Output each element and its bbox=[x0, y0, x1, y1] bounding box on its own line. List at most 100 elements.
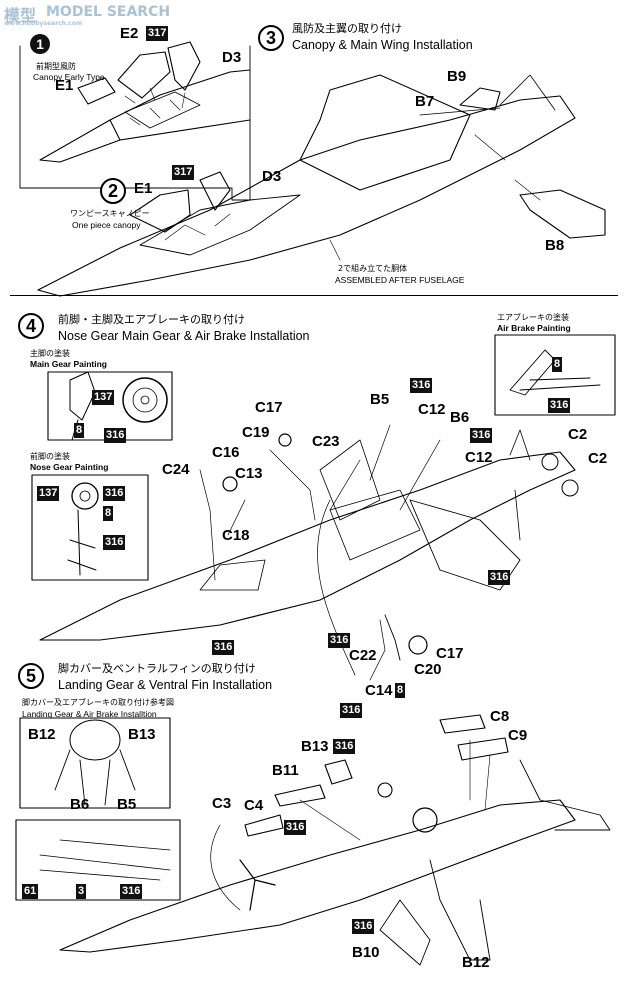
section-divider bbox=[10, 295, 618, 296]
main-gear-painting-frame bbox=[47, 371, 173, 441]
part-label-c18: C18 bbox=[222, 527, 250, 544]
paint-code-316: 316 bbox=[104, 428, 127, 443]
part-label-c13: C13 bbox=[235, 465, 263, 482]
step3-fuselage bbox=[37, 95, 576, 297]
paint-code-316-i: 316 bbox=[328, 633, 351, 648]
air-brake-painting-en: Air Brake Painting bbox=[497, 323, 571, 333]
part-label-b5-b: B5 bbox=[117, 796, 137, 813]
step5-ref-ja: 脚カバー及エアブレーキの取り付け参考図 bbox=[22, 698, 174, 707]
part-label-c14: C14 bbox=[365, 682, 393, 699]
part-label-d3-b: D3 bbox=[262, 168, 282, 185]
step-2-badge: 2 bbox=[100, 178, 126, 204]
part-label-c20: C20 bbox=[414, 661, 442, 678]
part-label-b6-b: B6 bbox=[70, 796, 90, 813]
part-label-c17: C17 bbox=[255, 399, 283, 416]
paint-code-316-n: 316 bbox=[352, 919, 375, 934]
step3-note-ja: 2で組み立てた胴体 bbox=[338, 264, 408, 273]
main-gear-painting-en: Main Gear Painting bbox=[30, 359, 107, 369]
part-label-c9: C9 bbox=[508, 727, 528, 744]
part-b9-stab bbox=[459, 87, 501, 111]
part-c9-panel bbox=[457, 737, 509, 761]
part-label-b13-b: B13 bbox=[301, 738, 329, 755]
step-3-badge: 3 bbox=[258, 25, 284, 51]
step3-title-ja: 風防及主翼の取り付け bbox=[292, 22, 402, 35]
part-label-c24: C24 bbox=[162, 461, 190, 478]
paint-code-316-l: 316 bbox=[333, 739, 356, 754]
part-label-b9: B9 bbox=[447, 68, 467, 85]
main-gear-painting-ja: 主脚の塗装 bbox=[30, 349, 70, 358]
part-label-e2: E2 bbox=[120, 25, 139, 42]
part-e1-canopy-1pc bbox=[129, 189, 191, 233]
nose-gear-painting-en: Nose Gear Painting bbox=[30, 462, 109, 472]
part-label-c23: C23 bbox=[312, 433, 340, 450]
step5-title-en: Landing Gear & Ventral Fin Installation bbox=[58, 678, 273, 692]
part-d3-frame-1pc bbox=[199, 171, 231, 211]
part-label-c19: C19 bbox=[242, 424, 270, 441]
part-label-c17-b: C17 bbox=[436, 645, 464, 662]
watermark-site: MODEL SEARCH bbox=[46, 4, 171, 20]
early-canopy-en: Canopy Early Type bbox=[33, 72, 105, 82]
part-label-c16: C16 bbox=[212, 444, 240, 461]
part-label-e1-b: E1 bbox=[134, 180, 153, 197]
part-b11-panel bbox=[274, 784, 326, 807]
part-b13-panel bbox=[324, 759, 353, 785]
step5-title-ja: 脚カバー及ベントラルフィンの取り付け bbox=[58, 662, 256, 675]
paint-code-8-c: 8 bbox=[552, 357, 563, 372]
part-d3-frame bbox=[167, 41, 201, 91]
paint-code-3: 3 bbox=[76, 884, 87, 899]
early-canopy-fuselage bbox=[39, 69, 251, 163]
paint-code-317: 317 bbox=[146, 26, 169, 41]
paint-code-8-d: 8 bbox=[395, 683, 406, 698]
landing-gear-ref-frame bbox=[19, 717, 171, 809]
nose-gear-painting-ja: 前脚の塗装 bbox=[30, 452, 70, 461]
step3-title-en: Canopy & Main Wing Installation bbox=[292, 38, 473, 52]
paint-code-61: 61 bbox=[22, 884, 39, 899]
part-b8-stab bbox=[519, 189, 606, 239]
paint-code-137-b: 137 bbox=[37, 486, 60, 501]
part-e2-canopy bbox=[117, 51, 171, 99]
early-canopy-inset-frame bbox=[19, 45, 251, 201]
paint-code-8: 8 bbox=[74, 423, 85, 438]
part-label-b12-b: B12 bbox=[462, 954, 490, 971]
part-label-b11: B11 bbox=[272, 762, 299, 779]
part-label-b6: B6 bbox=[450, 409, 470, 426]
paint-code-316-j: 316 bbox=[340, 703, 363, 718]
paint-code-316-k: 316 bbox=[120, 884, 143, 899]
step4-title-ja: 前脚・主脚及エアブレーキの取り付け bbox=[58, 313, 245, 326]
paint-code-316-m: 316 bbox=[284, 820, 307, 835]
part-label-c2-b: C2 bbox=[588, 450, 608, 467]
part-label-e1: E1 bbox=[55, 77, 74, 94]
watermark-brand: 模型 bbox=[4, 6, 37, 25]
part-e1-windscreen bbox=[77, 77, 116, 105]
paint-code-316-f: 316 bbox=[470, 428, 493, 443]
step4-title-en: Nose Gear Main Gear & Air Brake Installa… bbox=[58, 329, 310, 343]
paint-code-316-b: 316 bbox=[103, 486, 126, 501]
step5-fuselage bbox=[59, 799, 576, 953]
air-brake-painting-frame bbox=[494, 334, 616, 416]
early-canopy-ja: 前期型風防 bbox=[36, 62, 76, 71]
nose-gear-painting-frame bbox=[31, 474, 149, 581]
step-1-badge: 1 bbox=[30, 34, 50, 54]
part-c4-panel bbox=[244, 814, 284, 837]
part-label-b7: B7 bbox=[415, 93, 435, 110]
part-label-c8: C8 bbox=[490, 708, 510, 725]
air-brake-painting-ja: エアブレーキの塗装 bbox=[497, 313, 569, 322]
paint-code-8-b: 8 bbox=[103, 506, 114, 521]
part-label-b12: B12 bbox=[28, 726, 56, 743]
watermark-url: www.hobbysearch.com bbox=[4, 20, 83, 27]
part-label-d3: D3 bbox=[222, 49, 242, 66]
one-piece-canopy-ja: ワンピースキャノピー bbox=[70, 209, 150, 218]
part-label-b8: B8 bbox=[545, 237, 565, 254]
step-4-badge: 4 bbox=[18, 313, 44, 339]
paint-code-316-g: 316 bbox=[488, 570, 511, 585]
part-label-c12-b: C12 bbox=[465, 449, 493, 466]
paint-code-316-e: 316 bbox=[410, 378, 433, 393]
part-label-c22: C22 bbox=[349, 647, 377, 664]
paint-code-137: 137 bbox=[92, 390, 115, 405]
part-label-c12: C12 bbox=[418, 401, 446, 418]
part-label-b13: B13 bbox=[128, 726, 156, 743]
paint-code-316-h: 316 bbox=[212, 640, 235, 655]
paint-code-316-c: 316 bbox=[103, 535, 126, 550]
